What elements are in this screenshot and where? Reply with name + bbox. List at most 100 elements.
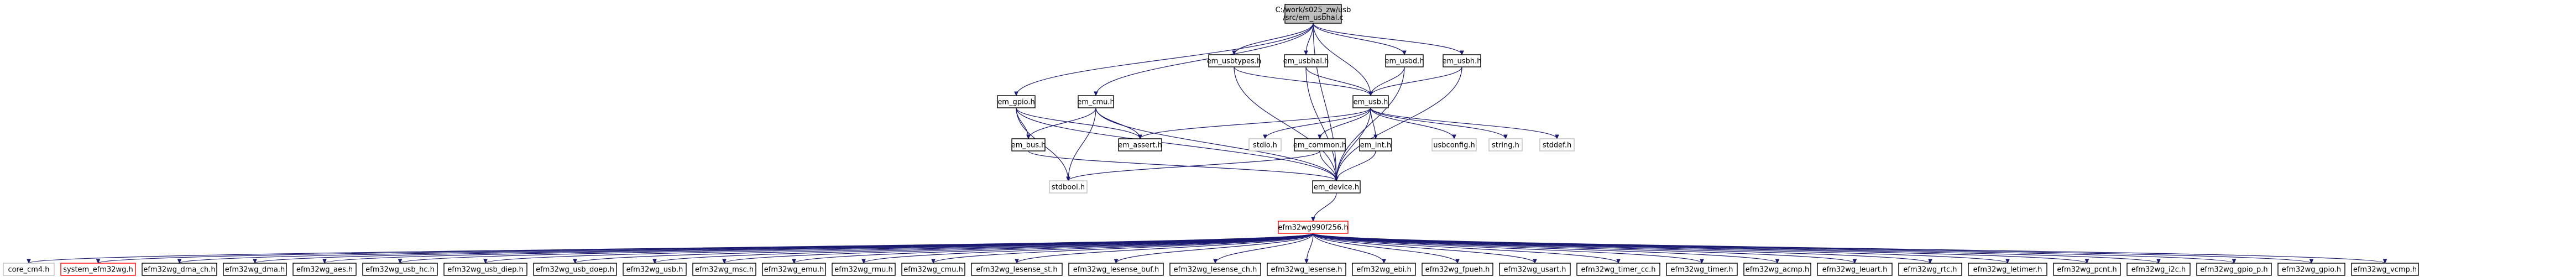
edge-em-gpio-to-em-assert xyxy=(1016,107,1140,139)
node-em-assert[interactable]: em_assert.h xyxy=(1118,138,1162,151)
node-label: efm32wg_usart.h xyxy=(1504,266,1566,274)
edge-efm32wg-to-lesense-ch xyxy=(1215,233,1314,263)
node-gpio-p[interactable]: efm32wg_gpio_p.h xyxy=(2196,263,2272,276)
root-line-2: /src/em_usbhal.c xyxy=(1283,14,1343,22)
node-timer[interactable]: efm32wg_timer.h xyxy=(1666,263,1738,276)
edge-em-usb-to-string xyxy=(1370,107,1506,139)
edge-em-usbh-to-em-usb xyxy=(1371,66,1462,96)
node-em-int[interactable]: em_int.h xyxy=(1359,138,1392,151)
node-ebi[interactable]: efm32wg_ebi.h xyxy=(1352,263,1416,276)
node-pcnt[interactable]: efm32wg_pcnt.h xyxy=(2053,263,2121,276)
node-leuart[interactable]: efm32wg_leuart.h xyxy=(1817,263,1893,276)
node-label: usbconfig.h xyxy=(1433,142,1475,150)
node-timer-cc[interactable]: efm32wg_timer_cc.h xyxy=(1576,263,1660,276)
node-dma-ch[interactable]: efm32wg_dma_ch.h xyxy=(142,263,217,276)
node-label: em_bus.h xyxy=(1011,142,1046,150)
node-label: efm32wg_lesense_buf.h xyxy=(1073,266,1159,274)
edge-efm32wg-to-timer-cc xyxy=(1313,233,1618,263)
node-letimer[interactable]: efm32wg_letimer.h xyxy=(1968,263,2047,276)
node-em-bus[interactable]: em_bus.h xyxy=(1011,138,1046,151)
node-aes[interactable]: efm32wg_aes.h xyxy=(292,263,357,276)
edge-em-cmu-to-em-device xyxy=(1095,107,1336,181)
node-label: em_usbd.h xyxy=(1384,58,1424,66)
node-msc[interactable]: efm32wg_msc.h xyxy=(692,263,756,276)
edge-root-to-em-device xyxy=(1313,23,1336,181)
node-label: em_usbh.h xyxy=(1442,58,1481,66)
node-usb[interactable]: efm32wg_usb.h xyxy=(623,263,687,276)
edge-efm32wg-to-ebi xyxy=(1313,233,1384,263)
edge-efm32wg-to-timer xyxy=(1313,233,1702,263)
node-label: efm32wg_lesense_ch.h xyxy=(1174,266,1257,274)
node-label: em_usbtypes.h xyxy=(1207,58,1262,66)
node-i2c[interactable]: efm32wg_i2c.h xyxy=(2126,263,2191,276)
node-system-efm32wg[interactable]: system_efm32wg.h xyxy=(60,263,136,276)
edge-em-bus-to-em-device xyxy=(1028,150,1336,181)
edge-efm32wg-to-lesense-buf xyxy=(1116,233,1314,263)
edge-em-usbhal-to-em-usb xyxy=(1305,66,1371,96)
node-core-cm4[interactable]: core_cm4.h xyxy=(3,263,55,276)
edge-em-cmu-to-stdbool xyxy=(1068,107,1096,181)
node-lesense-ch[interactable]: efm32wg_lesense_ch.h xyxy=(1169,263,1261,276)
node-em-usbd[interactable]: em_usbd.h xyxy=(1384,54,1424,67)
node-vcmp[interactable]: efm32wg_vcmp.h xyxy=(2351,263,2419,276)
node-usb-diep[interactable]: efm32wg_usb_diep.h xyxy=(443,263,527,276)
edge-efm32wg-to-pcnt xyxy=(1313,233,2087,263)
node-lesense-st[interactable]: efm32wg_lesense_st.h xyxy=(971,263,1063,276)
node-label: efm32wg_usb.h xyxy=(626,266,683,274)
node-rmu[interactable]: efm32wg_rmu.h xyxy=(832,263,896,276)
node-em-common[interactable]: em_common.h xyxy=(1293,138,1346,151)
node-lesense-buf[interactable]: efm32wg_lesense_buf.h xyxy=(1068,263,1164,276)
node-em-device[interactable]: em_device.h xyxy=(1312,180,1361,194)
edge-em-usb-to-usbconfig xyxy=(1370,107,1454,139)
node-label: em_gpio.h xyxy=(997,98,1034,107)
edge-em-usbtypes-to-em-usb xyxy=(1234,66,1371,96)
node-cmu[interactable]: efm32wg_cmu.h xyxy=(901,263,965,276)
node-em-usbtypes[interactable]: em_usbtypes.h xyxy=(1207,54,1262,67)
edge-root-to-em-gpio xyxy=(1016,23,1314,96)
node-efm32wg[interactable]: efm32wg990f256.h xyxy=(1278,221,1349,234)
edge-efm32wg-to-dma xyxy=(255,233,1314,263)
node-usbconfig[interactable]: usbconfig.h xyxy=(1431,138,1477,151)
node-fpueh[interactable]: efm32wg_fpueh.h xyxy=(1422,263,1493,276)
node-label: efm32wg_usb_hc.h xyxy=(365,266,435,274)
edge-em-gpio-to-em-device xyxy=(1016,107,1336,181)
node-em-usb[interactable]: em_usb.h xyxy=(1352,95,1389,108)
node-label: efm32wg_dma.h xyxy=(225,266,285,274)
node-em-gpio[interactable]: em_gpio.h xyxy=(997,95,1036,108)
node-label: efm32wg_msc.h xyxy=(695,266,754,274)
node-stdio[interactable]: stdio.h xyxy=(1248,138,1282,151)
node-em-usbh[interactable]: em_usbh.h xyxy=(1442,54,1482,67)
node-rtc[interactable]: efm32wg_rtc.h xyxy=(1898,263,1962,276)
node-root[interactable]: C:/work/s025_zw/usb /src/em_usbhal.c xyxy=(1276,4,1351,24)
node-stdbool[interactable]: stdbool.h xyxy=(1049,180,1088,194)
node-label: efm32wg_aes.h xyxy=(296,266,353,274)
node-em-usbhal[interactable]: em_usbhal.h xyxy=(1283,54,1329,67)
node-stddef[interactable]: stddef.h xyxy=(1539,138,1575,151)
node-gpio[interactable]: efm32wg_gpio.h xyxy=(2277,263,2345,276)
node-label: em_device.h xyxy=(1314,184,1359,192)
node-string[interactable]: string.h xyxy=(1488,138,1523,151)
node-usb-doep[interactable]: efm32wg_usb_doep.h xyxy=(533,263,617,276)
edge-em-usbtypes-to-em-device xyxy=(1234,66,1336,181)
edge-em-cmu-to-em-bus xyxy=(1028,107,1096,139)
node-em-cmu[interactable]: em_cmu.h xyxy=(1077,95,1115,108)
node-usart[interactable]: efm32wg_usart.h xyxy=(1499,263,1571,276)
edge-efm32wg-to-leuart xyxy=(1313,233,1855,263)
node-label: efm32wg_rtc.h xyxy=(1903,266,1957,274)
node-lesense[interactable]: efm32wg_lesense.h xyxy=(1267,263,1346,276)
node-acmp[interactable]: efm32wg_acmp.h xyxy=(1743,263,1811,276)
node-label: efm32wg_fpueh.h xyxy=(1425,266,1490,274)
node-usb-hc[interactable]: efm32wg_usb_hc.h xyxy=(362,263,438,276)
node-label: efm32wg_cmu.h xyxy=(903,266,963,274)
node-emu[interactable]: efm32wg_emu.h xyxy=(762,263,826,276)
edge-efm32wg-to-lesense xyxy=(1307,233,1314,263)
edge-root-to-em-cmu xyxy=(1096,23,1314,96)
node-label: core_cm4.h xyxy=(8,266,49,274)
node-label: efm32wg_gpio_p.h xyxy=(2200,266,2267,274)
node-label: efm32wg_gpio.h xyxy=(2282,266,2341,274)
edge-efm32wg-to-emu xyxy=(794,233,1314,263)
node-dma[interactable]: efm32wg_dma.h xyxy=(223,263,287,276)
edge-em-usbhal-to-em-device xyxy=(1305,66,1336,181)
edge-em-usb-to-em-device xyxy=(1336,107,1371,181)
